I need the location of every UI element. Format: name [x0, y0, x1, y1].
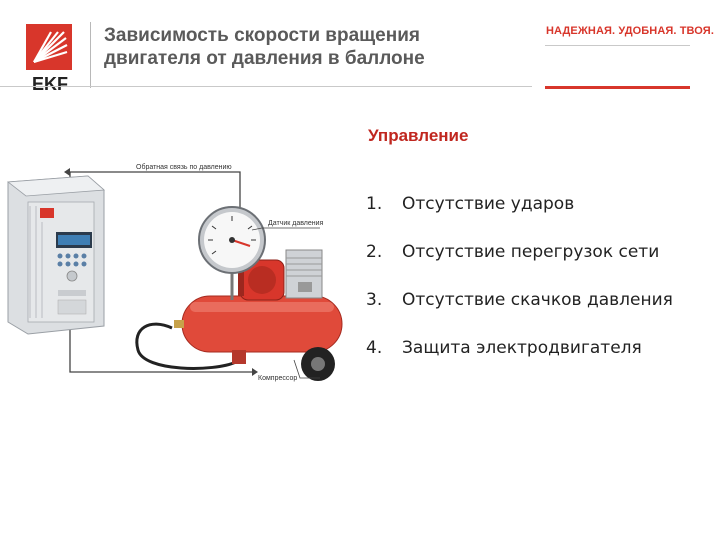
list-item-number: 3. — [366, 290, 383, 310]
accent-rule — [545, 86, 690, 89]
compressor-diagram: Обратная связь по давлению Датчик давлен… — [0, 150, 352, 400]
title-line-2: двигателя от давления в баллоне — [104, 48, 425, 69]
list-item: 3. Отсутствие скачков давления — [366, 288, 673, 336]
list-item-number: 1. — [366, 194, 383, 214]
svg-text:EKF: EKF — [32, 74, 68, 94]
header-divider — [90, 22, 91, 88]
title-line-1: Зависимость скорости вращения — [104, 25, 420, 46]
tagline-rule — [545, 45, 690, 46]
pressure-gauge — [198, 206, 266, 300]
list-item-text: Отсутствие перегрузок сети — [402, 242, 660, 262]
list-item-text: Отсутствие ударов — [402, 194, 575, 214]
compressor-pump — [285, 249, 323, 299]
benefits-list: 1. Отсутствие ударов 2. Отсутствие перегру… — [366, 192, 673, 384]
section-title: Управление — [368, 126, 469, 145]
list-item-text: Защита электродвигателя — [402, 338, 642, 358]
list-item-number: 4. — [366, 338, 383, 358]
list-item: 4. Защита электродвигателя — [366, 336, 673, 384]
list-item: 1. Отсутствие ударов — [366, 192, 673, 240]
compressor-motor — [238, 259, 285, 301]
ekf-logo: EKF — [24, 24, 76, 96]
compressor-label: Компрессор — [258, 375, 298, 382]
frequency-inverter — [6, 175, 105, 335]
list-item-text: Отсутствие скачков давления — [402, 290, 673, 310]
sensor-label: Датчик давления — [268, 220, 324, 227]
header-rule — [0, 86, 532, 87]
brand-tagline: НАДЕЖНАЯ. УДОБНАЯ. ТВОЯ. — [546, 25, 714, 37]
list-item-number: 2. — [366, 242, 383, 262]
page-title: Зависимость скорости вращения двигателя … — [104, 24, 504, 70]
feedback-label: Обратная связь по давлению — [136, 164, 232, 171]
list-item: 2. Отсутствие перегрузок сети — [366, 240, 673, 288]
